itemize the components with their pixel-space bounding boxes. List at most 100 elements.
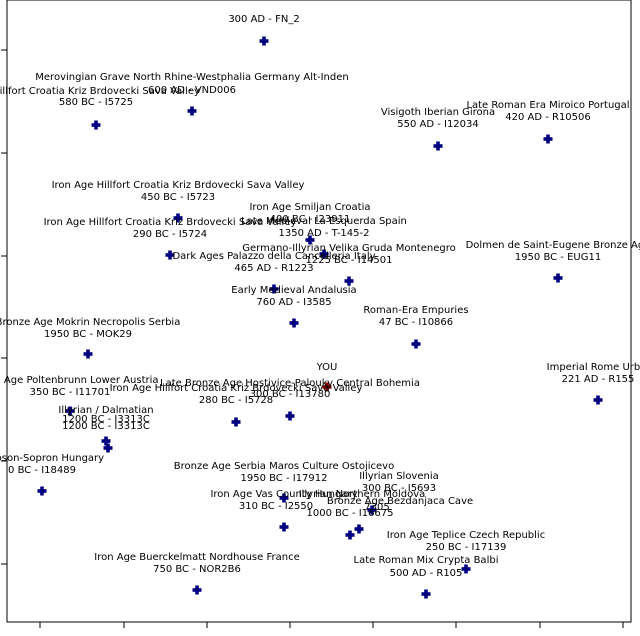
point-label: 550 AD - I12034	[397, 119, 479, 130]
point-label: 0 BC - I18489	[8, 465, 76, 476]
you-marker	[322, 382, 332, 392]
marker-vbar	[596, 395, 600, 405]
point-marker	[83, 349, 93, 359]
point-label: Illyrian Slovenia	[359, 471, 439, 482]
point-label: 1350 AD - T-145-2	[279, 228, 370, 239]
point-label: Iron Age Teplice Czech Republic	[387, 530, 545, 541]
marker-vbar	[357, 524, 361, 534]
point-markers	[37, 36, 603, 599]
marker-vbar	[288, 411, 292, 421]
point-label: 1225 BC - I14501	[305, 255, 392, 266]
point-marker	[344, 276, 354, 286]
point-marker	[37, 486, 47, 496]
point-label: 1200 BC - I3313C	[62, 421, 150, 432]
point-label: 1950 BC - I17912	[240, 473, 327, 484]
point-marker	[65, 406, 75, 416]
point-label: Late Bronze Age Hostivice-Palouky Centra…	[160, 378, 420, 389]
point-marker	[192, 585, 202, 595]
point-label: 400 BC - I23911	[270, 214, 351, 225]
point-marker	[91, 120, 101, 130]
point-label: Iron Age Smiljan Croatia	[249, 202, 370, 213]
point-label: 1950 BC - EUG11	[515, 252, 601, 263]
point-label: r-Moson-Sopron Hungary	[0, 453, 104, 464]
point-marker	[269, 284, 279, 294]
point-label: 310 BC - I2550	[239, 501, 313, 512]
point-label: Illyrian / Dalmatian	[58, 405, 153, 416]
marker-vbar	[106, 443, 110, 453]
point-marker	[553, 273, 563, 283]
point-label: Roman-Era Empuries	[363, 305, 468, 316]
marker-vbar	[414, 339, 418, 349]
point-marker	[259, 36, 269, 46]
marker-vbar	[40, 486, 44, 496]
point-label: 300 BC - I5693	[362, 483, 436, 494]
point-label: 1000 BC - I16675	[306, 508, 393, 519]
point-label: 465 AD - R1223	[234, 263, 313, 274]
marker-vbar	[190, 106, 194, 116]
point-label: Imperial Rome Urbin	[547, 362, 640, 373]
point-marker	[231, 417, 241, 427]
point-marker	[461, 564, 471, 574]
point-label: 300 BC - I13780	[250, 389, 331, 400]
point-label: 250 BC - I17139	[426, 542, 507, 553]
point-marker	[285, 411, 295, 421]
point-marker	[354, 524, 364, 534]
marker-vbar	[370, 505, 374, 515]
point-marker	[305, 235, 315, 245]
marker-vbar	[436, 141, 440, 151]
point-label: 600 AD - VND006	[148, 85, 236, 96]
point-label: Dolmen de Saint-Eugene Bronze Age	[466, 240, 640, 251]
marker-vbar	[348, 530, 352, 540]
point-label: 1950 BC - MOK29	[44, 329, 132, 340]
point-label: 350 BC - I11701	[30, 387, 111, 398]
marker-vbar	[168, 250, 172, 260]
marker-vbar	[195, 585, 199, 595]
marker-vbar	[234, 417, 238, 427]
marker-vbar	[176, 213, 180, 223]
point-label: 580 BC - I5725	[59, 97, 133, 108]
point-marker	[279, 522, 289, 532]
point-label: Hillfort Croatia Kriz Brdovecki Sava Val…	[0, 86, 200, 97]
point-label: Iron Age Hillfort Croatia Kriz Brdovecki…	[110, 383, 363, 394]
point-label: Early Medieval Andalusia	[231, 285, 356, 296]
point-marker	[433, 141, 443, 151]
point-label: 280 BC - I5728	[199, 395, 273, 406]
point-marker	[593, 395, 603, 405]
point-label: Late Medieval La Esquerda Spain	[241, 216, 407, 227]
point-label: Illyrian Northern Moldova	[299, 489, 426, 500]
point-label: 450 BC - I5723	[141, 192, 215, 203]
point-label: Iron Age Hillfort Croatia Kriz Brdovecki…	[44, 217, 297, 228]
point-marker	[173, 213, 183, 223]
marker-vbar	[262, 36, 266, 46]
point-label: YOU	[316, 362, 338, 373]
point-marker	[345, 530, 355, 540]
point-label: 760 AD - I3585	[256, 297, 331, 308]
point-label: Bronze Age Bezdanjaca Cave	[327, 496, 473, 507]
point-label: 221 AD - R155	[562, 374, 635, 385]
axis-ticks	[1, 49, 624, 628]
point-label: 750 BC - NOR2B6	[153, 564, 241, 575]
point-label: Bronze Age Mokrin Necropolis Serbia	[0, 317, 180, 328]
point-marker	[165, 250, 175, 260]
point-marker	[279, 493, 289, 503]
marker-vbar	[424, 589, 428, 599]
marker-vbar	[86, 349, 90, 359]
marker-vbar	[292, 318, 296, 328]
point-marker	[411, 339, 421, 349]
marker-vbar	[68, 406, 72, 416]
point-label: 500 AD - R105	[390, 568, 463, 579]
point-marker	[319, 249, 329, 259]
marker-vbar	[308, 235, 312, 245]
point-label: Iron Age Vas County Hungary	[210, 489, 357, 500]
marker-vbar	[556, 273, 560, 283]
point-label: Visigoth Iberian Girona	[381, 107, 495, 118]
point-label: 1200 BC - I3313C	[62, 414, 150, 425]
marker-vbar	[94, 120, 98, 130]
marker-vbar	[464, 564, 468, 574]
point-marker	[421, 589, 431, 599]
point-label: Late Roman Mix Crypta Balbi	[354, 555, 499, 566]
point-marker	[289, 318, 299, 328]
point-label: 7305	[364, 502, 389, 513]
